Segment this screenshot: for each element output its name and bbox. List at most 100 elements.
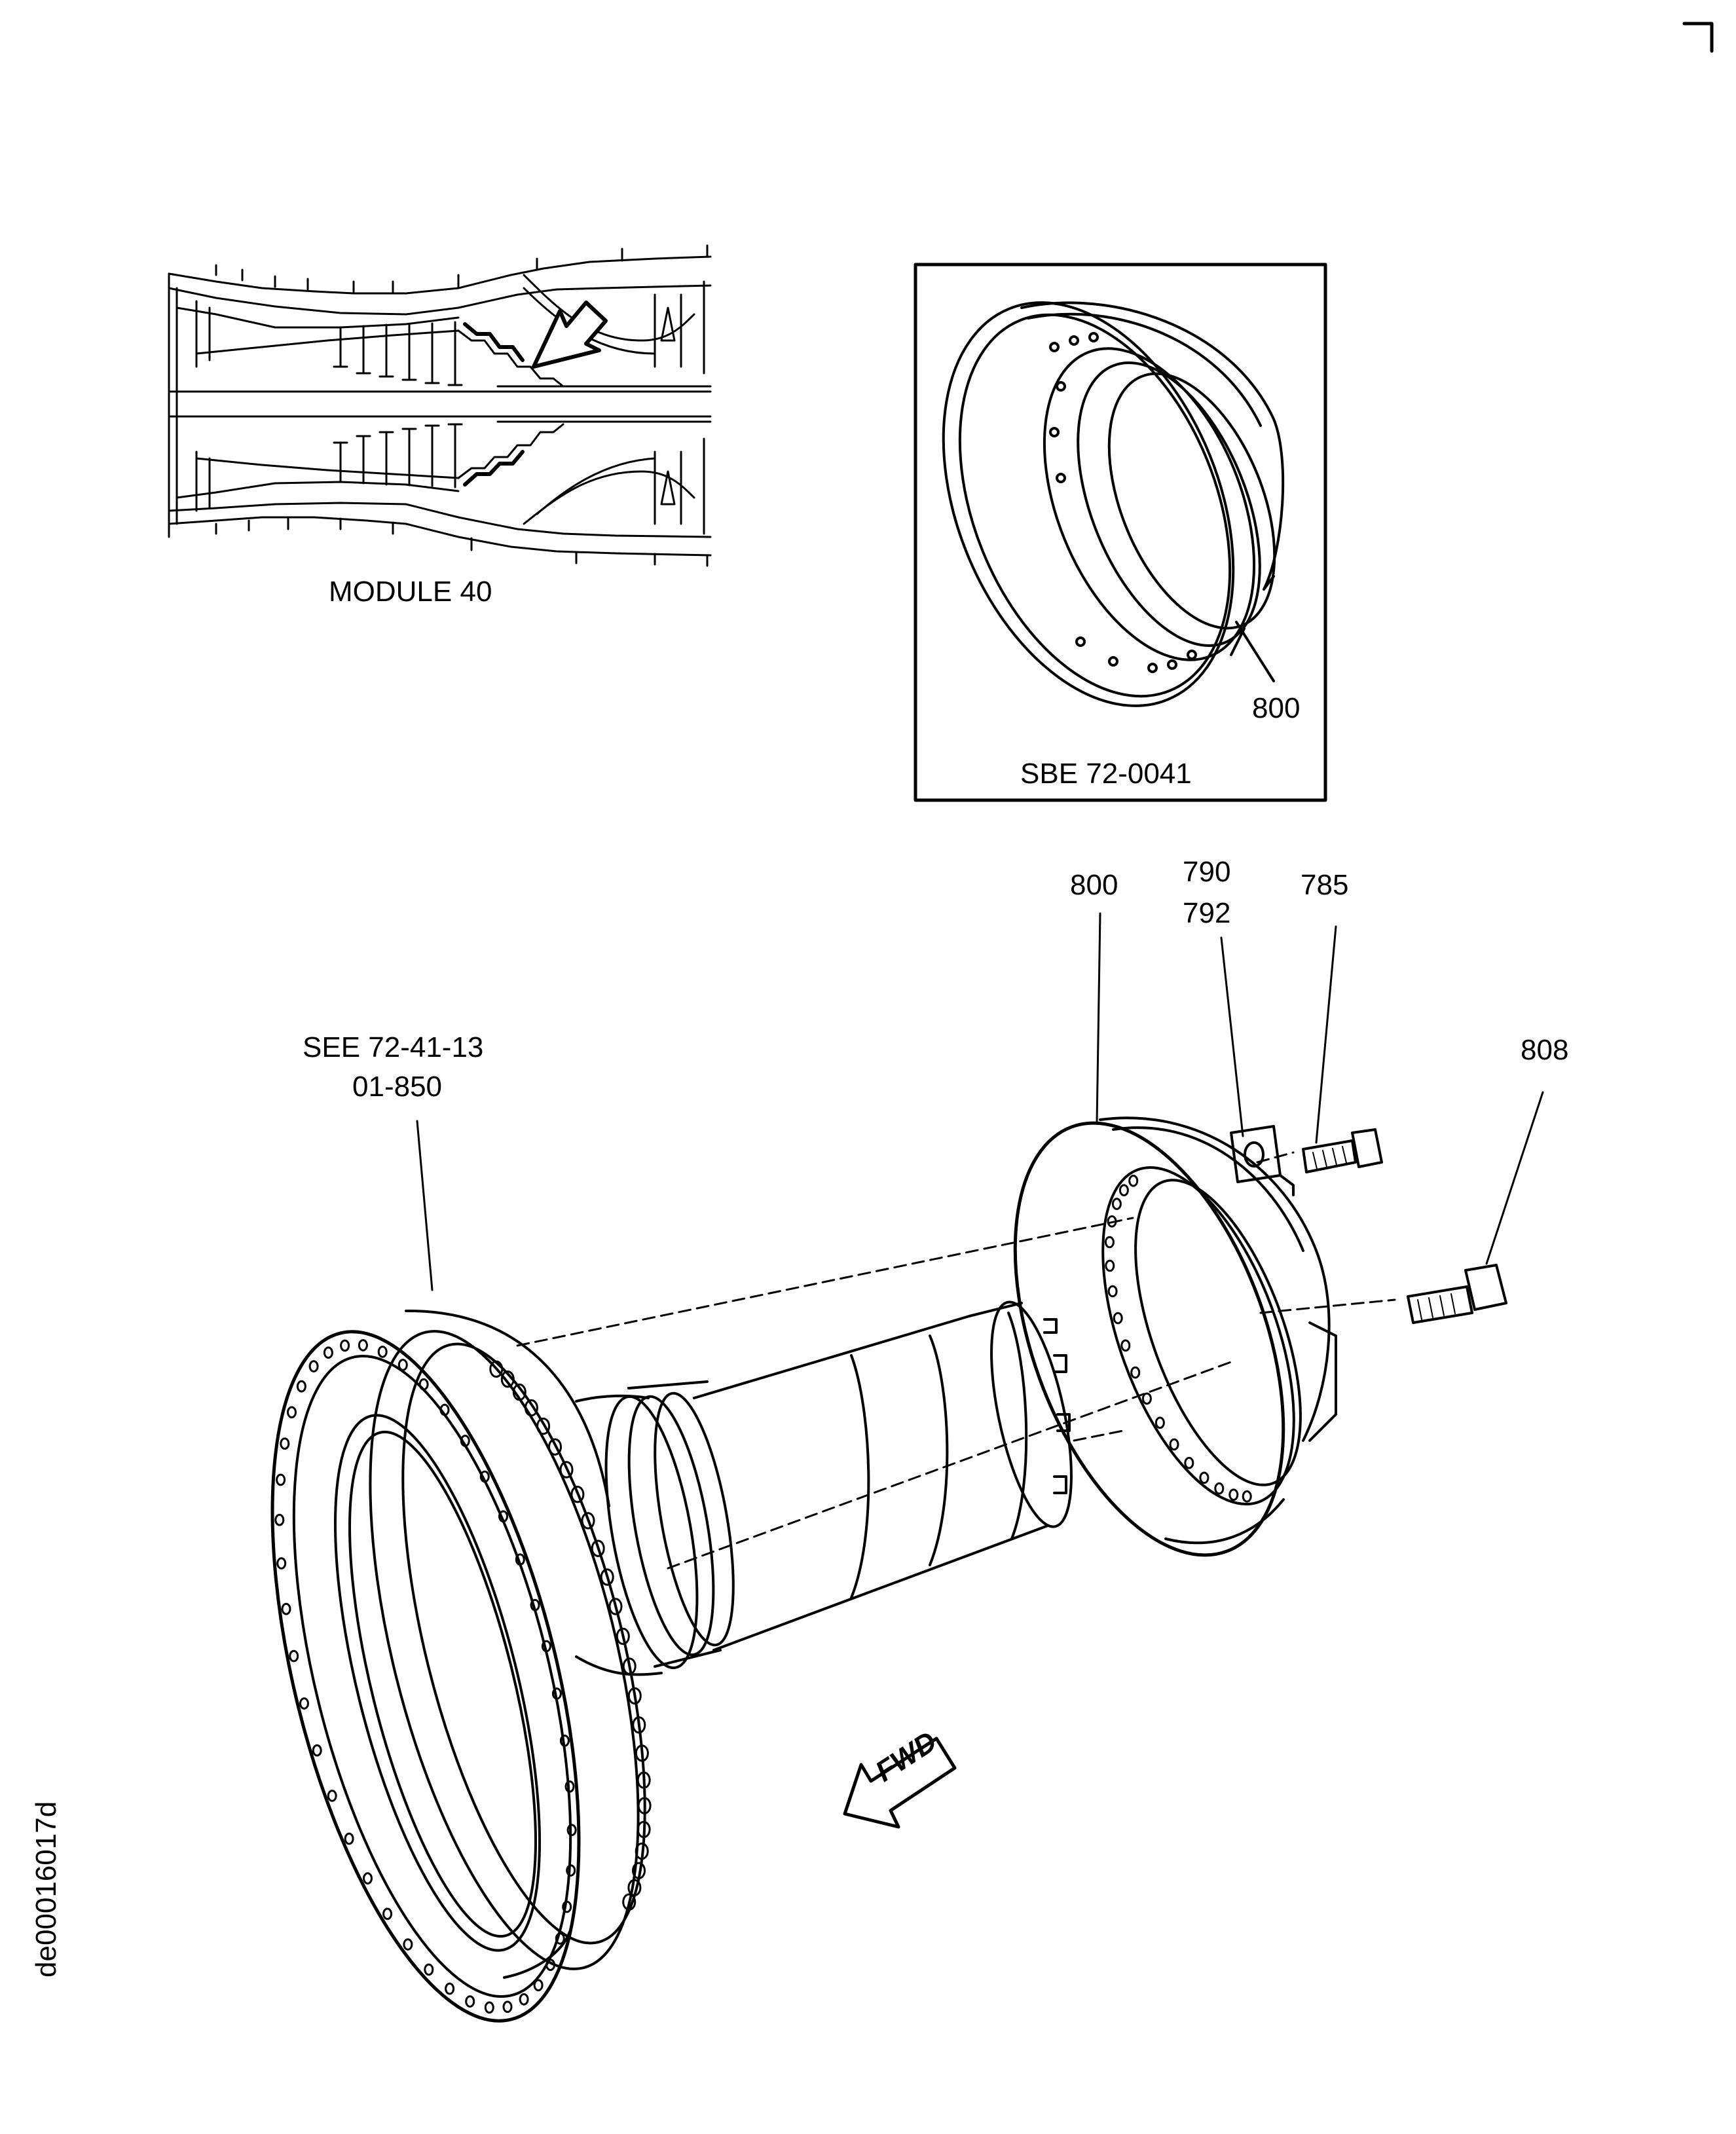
bolt-hole	[1105, 1259, 1115, 1272]
bolt-hole	[635, 1744, 649, 1762]
bolt-hole	[1228, 1488, 1239, 1501]
callout-792: 792	[1183, 897, 1231, 929]
bolt-hole	[512, 1383, 526, 1401]
bolt-hole	[515, 1553, 525, 1566]
bolt-hole	[1107, 1215, 1117, 1228]
bolt-hole	[424, 1963, 434, 1976]
bolt-hole	[1128, 1175, 1139, 1187]
bolt-hole	[323, 1346, 333, 1359]
bolt-hole	[632, 1862, 646, 1880]
sbe-inset-frame	[914, 263, 1327, 802]
bolt-hole	[600, 1568, 614, 1586]
bolt-hole	[548, 1438, 562, 1456]
bolt-hole	[299, 1697, 309, 1710]
bolt-hole	[1199, 1471, 1210, 1484]
bolt-hole	[280, 1437, 290, 1450]
bolt-hole	[570, 1486, 585, 1503]
see-reference-line1: SEE 72-41-13	[303, 1031, 484, 1063]
see-reference-line2: 01-850	[352, 1071, 443, 1103]
callout-785: 785	[1301, 869, 1349, 901]
bolt-hole	[281, 1602, 291, 1615]
bolt-hole	[498, 1510, 508, 1523]
corner-mark-icon	[1682, 22, 1714, 53]
bolt-hole	[1130, 1366, 1141, 1379]
figure-id: de00016017d	[30, 1801, 62, 1978]
bolt-hole	[1214, 1482, 1225, 1495]
bolt-hole	[484, 2001, 494, 2014]
bracket-790	[1230, 1125, 1295, 1196]
bolt-hole	[418, 1378, 429, 1391]
bolt-hole	[545, 1959, 556, 1971]
bolt-hole	[403, 1938, 413, 1951]
bolt-hole	[460, 1435, 470, 1447]
bolt-hole	[502, 2000, 513, 2014]
bolt-hole	[566, 1864, 576, 1877]
bolt-hole	[1141, 1392, 1152, 1405]
bolt-hole	[635, 1842, 649, 1860]
bolt-hole	[536, 1417, 551, 1435]
bolt-hole	[296, 1380, 306, 1393]
bolt-hole	[377, 1346, 388, 1358]
bolt-hole	[344, 1832, 354, 1845]
bolt-hole	[637, 1820, 651, 1839]
cylindrical-case	[693, 1300, 1073, 1651]
bolt-hole	[445, 1982, 455, 1995]
inset-part-label: 800	[1252, 692, 1301, 724]
bolt-hole	[564, 1780, 575, 1793]
bolt-hole	[1242, 1490, 1252, 1503]
alignment-lines	[516, 1151, 1396, 1570]
bolt-hole	[276, 1473, 286, 1486]
sbe-inset-ring-800	[942, 301, 1285, 707]
bolt-hole	[637, 1771, 651, 1789]
bolt-hole	[382, 1907, 393, 1921]
bolt-hole	[559, 1735, 570, 1747]
bolt-hole	[519, 1993, 529, 2006]
bolt-hole	[276, 1557, 287, 1570]
inset-caption: SBE 72-0041	[1020, 758, 1192, 790]
bolt-hole	[1104, 1236, 1115, 1249]
bolt-hole	[327, 1790, 337, 1802]
bolt-785	[1302, 1128, 1383, 1173]
bolt-hole	[439, 1403, 450, 1416]
ring-bolt-holes	[1104, 1175, 1252, 1503]
bolt-hole	[566, 1824, 577, 1837]
bolt-hole	[530, 1598, 540, 1611]
module-arrow-icon	[532, 301, 608, 369]
bolt-hole	[533, 1979, 544, 1992]
bolt-hole	[289, 1649, 299, 1663]
bolt-hole	[500, 1371, 515, 1388]
bolt-hole	[637, 1797, 652, 1814]
bolt-hole	[591, 1539, 605, 1557]
bolt-hole	[616, 1627, 630, 1646]
bolt-hole	[608, 1598, 623, 1615]
bolt-hole	[397, 1359, 408, 1371]
fwd-arrow-icon	[843, 1737, 957, 1829]
cone-section	[575, 1380, 735, 1676]
bolt-hole	[524, 1399, 538, 1417]
bolt-hole	[287, 1406, 297, 1419]
bolt-hole	[465, 1995, 475, 2008]
callout-800: 800	[1070, 869, 1118, 901]
bolt-hole	[622, 1893, 637, 1911]
leader-lines	[416, 912, 1544, 1291]
bolt-hole	[627, 1687, 642, 1705]
front-flange	[270, 1309, 646, 2023]
bolt-hole	[274, 1513, 285, 1526]
bolt-hole	[1154, 1416, 1165, 1429]
bolt-hole	[358, 1339, 368, 1352]
callout-808: 808	[1521, 1034, 1569, 1066]
bolt-hole	[551, 1687, 562, 1700]
bolt-hole	[555, 1932, 565, 1945]
flange-bolt-holes	[274, 1339, 652, 2014]
module-40-cross-section	[168, 244, 712, 567]
bolt-hole	[1120, 1339, 1131, 1352]
ring-800	[1013, 1116, 1337, 1557]
bolt-hole	[489, 1360, 504, 1378]
bolt-hole	[1113, 1312, 1123, 1325]
bolt-hole	[1118, 1184, 1129, 1196]
callout-790: 790	[1183, 856, 1231, 888]
bolt-hole	[312, 1744, 322, 1757]
bolt-hole	[632, 1716, 646, 1734]
bolt-hole	[627, 1879, 642, 1897]
